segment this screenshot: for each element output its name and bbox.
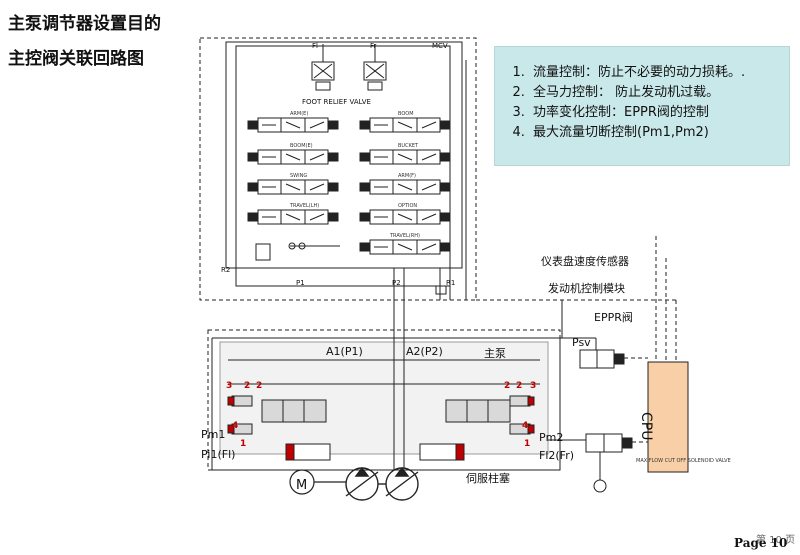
purpose-item: 功率变化控制：EPPR阀的控制 (529, 103, 781, 123)
eppr-label: EPPR阀 (594, 311, 633, 324)
spool-valve (359, 239, 451, 255)
spool-valve (359, 149, 451, 165)
pump-block (207, 268, 590, 471)
reg-number: 1 (524, 439, 530, 449)
cpu-box (647, 361, 689, 473)
foot-relief-label: FOOT RELIEF VALVE (302, 98, 371, 106)
a2-label: A2(P2) (406, 345, 443, 358)
spool-valves-left (247, 117, 339, 225)
spool-valves-right (359, 117, 451, 255)
max-flow-label: MAX FLOW CUT OFF SOLENOID VALVE (636, 458, 731, 464)
slide-title: 主泵调节器设置目的 (8, 14, 161, 34)
spool-valve (247, 149, 339, 165)
reg-number: 1 (240, 439, 246, 449)
max-flow-solenoid-valve (548, 433, 633, 493)
motor-label: M (296, 478, 307, 493)
r1-label: R1 (446, 279, 455, 287)
spool-label: ARM(E) (290, 111, 308, 117)
pi2-label: Fl2(Fr) (539, 449, 575, 462)
spool-valve (359, 209, 451, 225)
spool-label: ARM(F) (398, 173, 416, 179)
fl-label: Fl (312, 42, 318, 50)
reg-number: 4 (522, 421, 528, 431)
spool-label: TRAVEL(LH) (289, 203, 319, 209)
dash-sensor-label: 仪表盘速度传感器 (541, 255, 629, 268)
reg-number: 2 (244, 381, 250, 391)
pi1-label: Pi1(Fl) (201, 448, 236, 461)
mcv-label: MCV (432, 42, 448, 50)
engine-module-label: 发动机控制模块 (548, 282, 625, 295)
spool-label: TRAVEL(RH) (389, 233, 420, 239)
reg-number: 4 (232, 421, 238, 431)
purpose-item: 最大流量切断控制(Pm1,Pm2) (529, 123, 781, 143)
reg-number: 3 (530, 381, 536, 391)
r2-label: R2 (221, 266, 230, 274)
page-number-cn: 第 10 页 (756, 535, 796, 546)
a1-label: A1(P1) (326, 345, 363, 358)
foot-relief-valves (311, 44, 387, 91)
signal-wires (476, 236, 677, 443)
main-pump-label: 主泵 (484, 347, 506, 360)
psv-label: Psv (572, 336, 591, 349)
regulator-right (419, 395, 535, 461)
spool-label: BOOM(E) (290, 143, 313, 149)
pumps (345, 466, 419, 501)
spool-valve (247, 209, 339, 225)
pilot-lines (211, 268, 563, 471)
purpose-item: 流量控制：防止不必要的动力损耗。. (529, 63, 781, 83)
p2-label: P2 (392, 279, 401, 287)
spool-label: OPTION (398, 203, 417, 209)
pm1-label: Pm1 (201, 428, 226, 441)
info-box: 流量控制：防止不必要的动力损耗。. 全马力控制： 防止发动机过载。 功率变化控制… (494, 46, 790, 166)
page-number: Page 10 (734, 536, 788, 550)
spool-valve (247, 117, 339, 133)
spool-label: BOOM (398, 111, 414, 117)
cpu-label: CPU (638, 412, 654, 440)
regulator-left (227, 395, 331, 461)
spool-label: BUCKET (398, 143, 419, 149)
spool-valve (359, 117, 451, 133)
mcv-check-valves (255, 242, 447, 295)
spool-valve (359, 179, 451, 195)
spool-valve (247, 179, 339, 195)
pm2-label: Pm2 (539, 431, 564, 444)
purpose-list: 流量控制：防止不必要的动力损耗。. 全马力控制： 防止发动机过载。 功率变化控制… (505, 63, 781, 143)
reg-number: 2 (504, 381, 510, 391)
slide-subtitle: 主控阀关联回路图 (8, 49, 144, 69)
purpose-item: 全马力控制： 防止发动机过载。 (529, 83, 781, 103)
servo-label: 伺服柱塞 (466, 472, 510, 485)
eppr-valve (560, 337, 625, 369)
spool-label: SWING (290, 173, 307, 179)
mcv-block (199, 37, 477, 301)
reg-number: 2 (256, 381, 262, 391)
p1-label: P1 (296, 279, 305, 287)
fr-label: Fr (370, 42, 377, 50)
reg-number: 3 (226, 381, 232, 391)
reg-number: 2 (516, 381, 522, 391)
